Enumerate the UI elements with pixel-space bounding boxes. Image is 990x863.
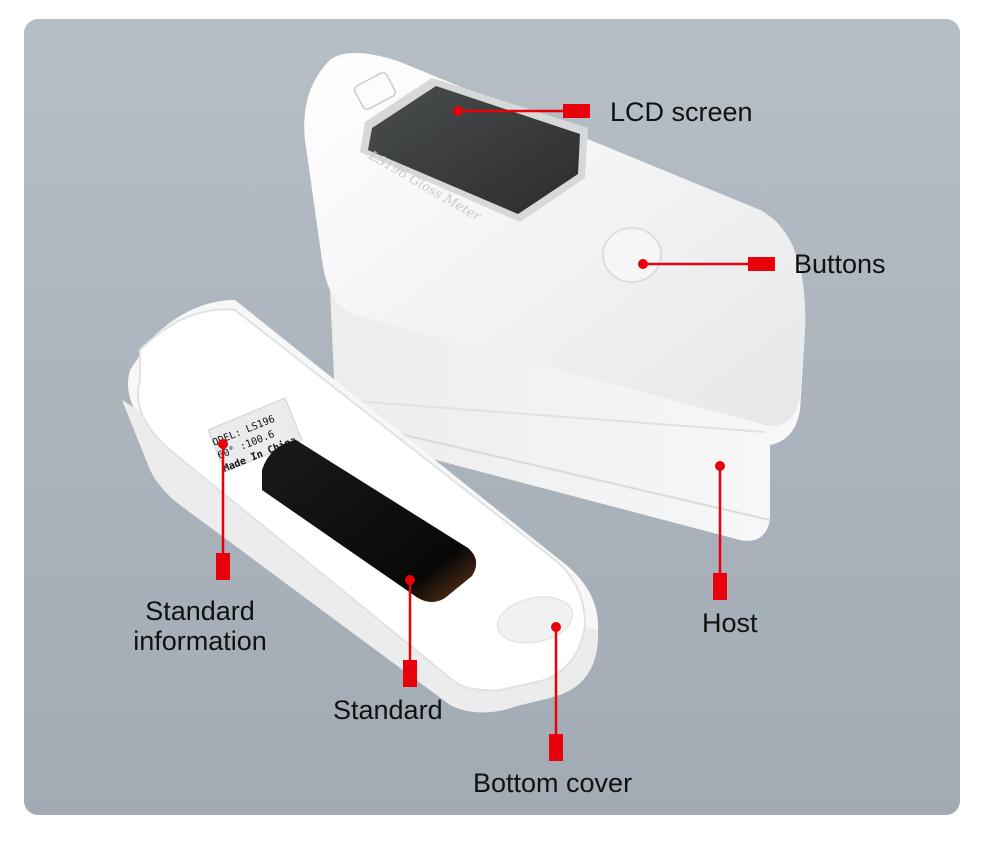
label-host: Host — [702, 608, 758, 638]
callout-standard — [403, 575, 417, 687]
power-button — [602, 227, 662, 283]
label-standard-information-line-1: Standard — [145, 596, 255, 626]
callout-buttons — [638, 257, 775, 271]
lcd-screen — [360, 78, 588, 222]
callout-host — [713, 461, 727, 600]
callout-bottom-cover — [549, 622, 563, 761]
callout-standard-information — [216, 439, 230, 580]
label-bottom-cover: Bottom cover — [473, 768, 633, 798]
callouts — [216, 104, 775, 761]
calibration-standard — [262, 440, 477, 602]
label-standard-information: Standard information — [120, 596, 280, 656]
brand-logo-icon — [354, 72, 396, 110]
label-lcd-screen: LCD screen — [610, 97, 753, 127]
bottom-cover: ODEL: LS196 60° :100.6 Made In China — [122, 300, 599, 713]
label-buttons: Buttons — [794, 249, 886, 279]
callout-lcd — [453, 104, 590, 118]
label-standard: Standard — [333, 695, 443, 725]
label-standard-information-line-2: information — [133, 626, 267, 656]
host-device: LS196 Gloss Meter — [304, 52, 806, 541]
